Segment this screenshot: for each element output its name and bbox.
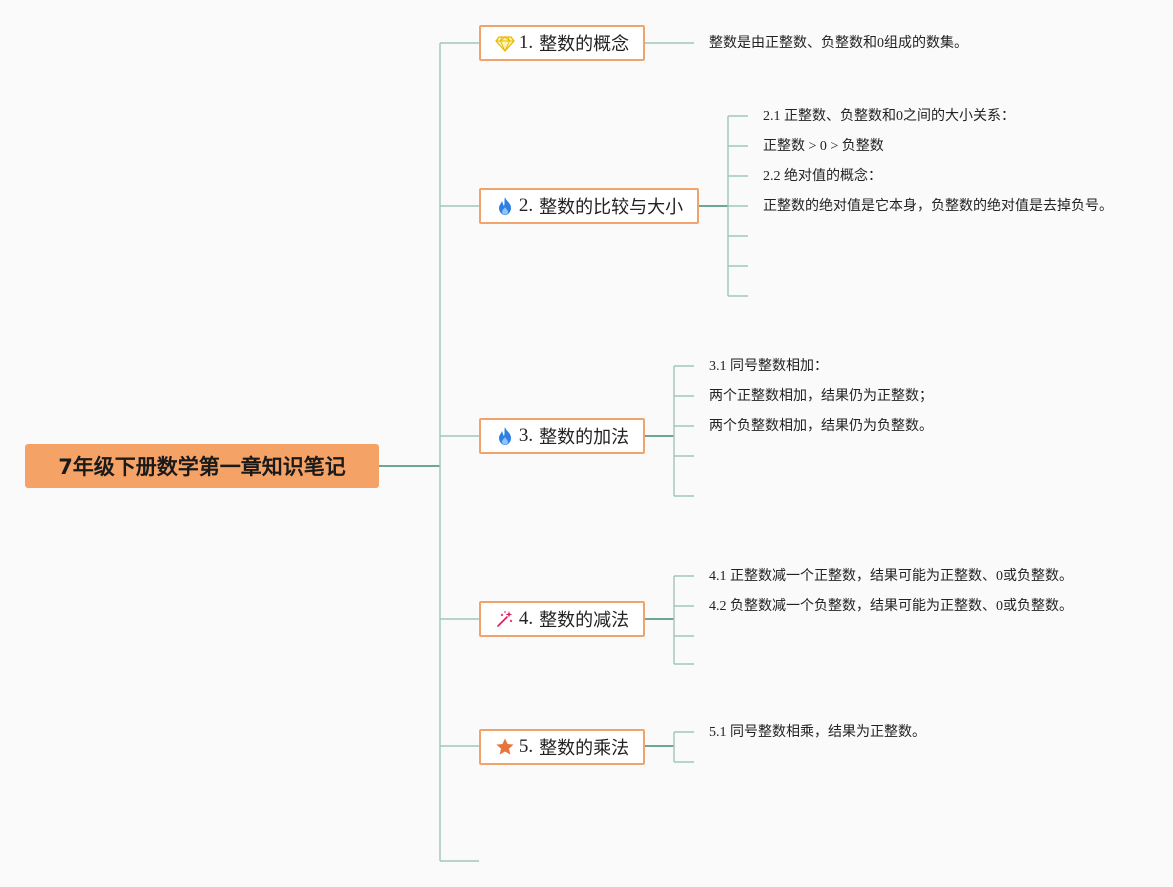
topic-2[interactable]: 2. 整数的比较与大小 [479,188,699,224]
topic-5[interactable]: 5. 整数的乘法 [479,729,645,765]
fire-icon [495,196,515,216]
t4-leaf-1[interactable]: 4.1 正整数减一个正整数，结果可能为正整数、0或负整数。 [709,569,1073,584]
t2-leaf-1[interactable]: 2.1 正整数、负整数和0之间的大小关系： [763,109,1015,124]
topic-3[interactable]: 3. 整数的加法 [479,418,645,454]
t3-leaf-3[interactable]: 两个负整数相加，结果仍为负整数。 [709,419,933,434]
root-label: 7年级下册数学第一章知识笔记 [58,455,346,479]
topic-1-title: 整数的概念 [539,34,630,55]
sparkle-icon [495,609,515,629]
t5-leaf-ticks [674,731,694,763]
t4-leaf-ticks [674,575,694,665]
topic-2-number: 2. [518,195,534,216]
topic-4-number: 4. [518,608,534,629]
t1-leaf-1[interactable]: 整数是由正整数、负整数和0组成的数集。 [709,36,968,51]
t5-leaf-1[interactable]: 5.1 同号整数相乘，结果为正整数。 [709,725,926,740]
t3-leaf-ticks [674,365,694,497]
topic-5-title: 整数的乘法 [539,738,630,759]
t4-leaf-2[interactable]: 4.2 负整数减一个负整数，结果可能为正整数、0或负整数。 [709,599,1073,614]
t2-leaf-4[interactable]: 正整数的绝对值是它本身，负整数的绝对值是去掉负号。 [763,199,1113,214]
topic-5-number: 5. [518,736,534,757]
t2-leaf-3[interactable]: 2.2 绝对值的概念： [763,169,882,184]
topic-4-title: 整数的减法 [539,610,630,631]
gem-icon [495,33,515,53]
root-topic[interactable]: 7年级下册数学第一章知识笔记 [25,444,379,488]
topic-3-title: 整数的加法 [539,427,630,448]
t2-leaf-2[interactable]: 正整数 > 0 > 负整数 [763,139,884,154]
topic-3-number: 3. [518,425,534,446]
topic-4[interactable]: 4. 整数的减法 [479,601,645,637]
t2-leaf-ticks [728,115,748,297]
fire-icon [495,426,515,446]
t3-leaf-2[interactable]: 两个正整数相加，结果仍为正整数； [709,389,933,404]
topic-1-number: 1. [518,32,534,53]
t3-leaf-1[interactable]: 3.1 同号整数相加： [709,359,828,374]
topic-1[interactable]: 1. 整数的概念 [479,25,645,61]
topic-2-title: 整数的比较与大小 [539,197,684,218]
star-icon [495,737,515,757]
